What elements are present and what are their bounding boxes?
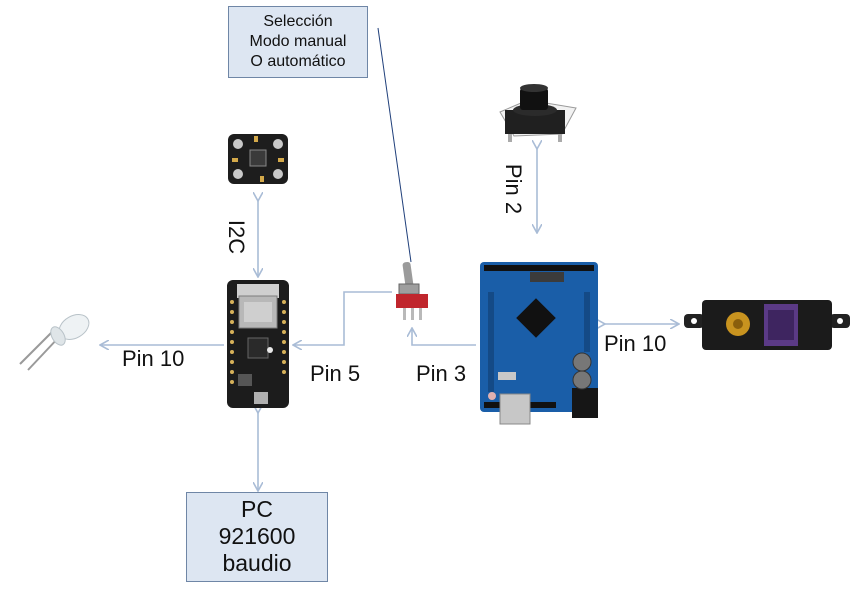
mode-selection-line-1: Selección (229, 12, 367, 32)
label-i2c: I2C (223, 220, 249, 254)
led-icon (20, 309, 93, 370)
label-pin2: Pin 2 (500, 164, 526, 214)
label-pin10-led: Pin 10 (122, 346, 184, 372)
label-pin5: Pin 5 (310, 361, 360, 387)
esp32-feather-board-icon (227, 280, 289, 408)
pin5-arrow (294, 292, 392, 345)
pc-line-1: PC (187, 496, 327, 523)
toggle-switch-icon (396, 262, 428, 320)
mode-selection-box: Selección Modo manual O automático (228, 6, 368, 78)
i2c-sensor-board-icon (228, 134, 288, 184)
arduino-uno-board-icon (480, 262, 598, 424)
servo-motor-icon (684, 300, 850, 350)
pc-box: PC 921600 baudio (186, 492, 328, 582)
label-pin10-servo: Pin 10 (604, 331, 666, 357)
mode-selection-line-2: Modo manual (229, 32, 367, 52)
selection-wire (378, 28, 411, 262)
mode-selection-line-3: O automático (229, 52, 367, 72)
push-button-icon (500, 84, 576, 142)
pc-line-3: baudio (187, 550, 327, 577)
pin3-arrow (412, 329, 476, 345)
pc-line-2: 921600 (187, 523, 327, 550)
label-pin3: Pin 3 (416, 361, 466, 387)
